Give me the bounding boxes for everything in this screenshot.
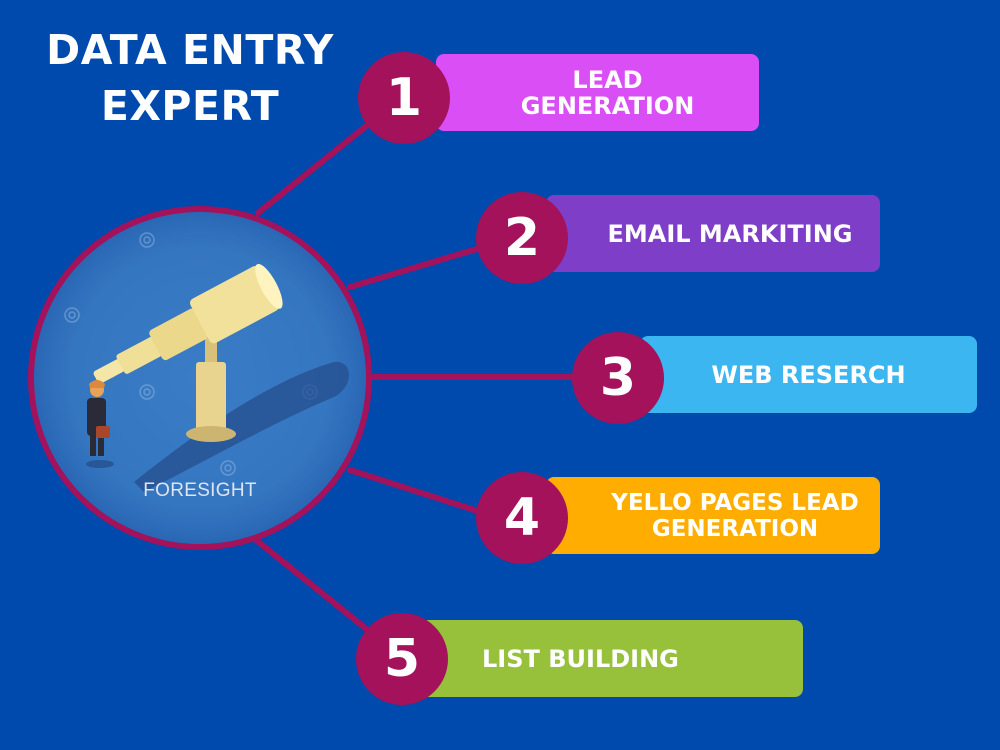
item-2-number-badge: 2 (476, 192, 568, 284)
item-3-label: WEB RESERCH (711, 360, 906, 389)
hub-caption: FORESIGHT (143, 480, 257, 501)
item-1-label-line1: LEAD (572, 65, 643, 94)
item-1-pill: LEAD GENERATION (436, 54, 759, 131)
title-line-2: EXPERT (100, 82, 280, 130)
connector-5 (253, 537, 383, 643)
item-5-label: LIST BUILDING (482, 644, 679, 673)
item-2-label: EMAIL MARKITING (607, 219, 853, 248)
title-line-1: DATA ENTRY (46, 26, 334, 74)
item-1-label-line2: GENERATION (520, 91, 695, 120)
item-4-label-line1: YELLO PAGES LEAD (611, 489, 859, 516)
item-3-pill: WEB RESERCH (640, 336, 977, 413)
connector-1 (255, 112, 383, 216)
item-4-number-badge: 4 (476, 472, 568, 564)
item-4-label-line2: GENERATION (651, 515, 819, 542)
item-5-number-badge: 5 (356, 613, 448, 705)
hub-circle: FORESIGHT (28, 206, 372, 550)
item-3-number-badge: 3 (572, 332, 664, 424)
connector-4 (347, 467, 493, 518)
telescope-illustration (64, 232, 349, 492)
page-title: DATA ENTRY EXPERT (0, 22, 380, 134)
item-4-pill: YELLO PAGES LEAD GENERATION (546, 477, 880, 554)
businessman-figure (86, 380, 114, 468)
item-1-number-badge: 1 (358, 52, 450, 144)
connector-2 (347, 242, 493, 290)
item-2-pill: EMAIL MARKITING (546, 195, 880, 272)
item-5-pill: LIST BUILDING (420, 620, 803, 697)
